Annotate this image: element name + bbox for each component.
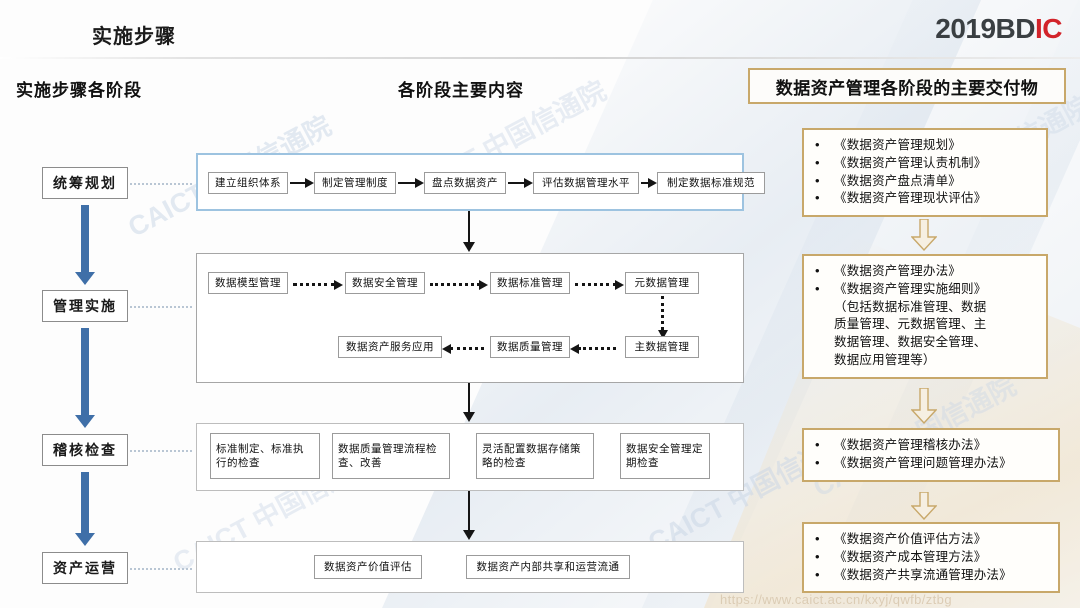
deliverable-box-4[interactable]: 《数据资产价值评估方法》 《数据资产成本管理方法》 《数据资产共享流通管理办法》 [802, 522, 1060, 594]
flow-node[interactable]: 制定数据标准规范 [657, 172, 765, 194]
list-item: 《数据资产管理认责机制》 [812, 154, 1037, 173]
phase-box-2[interactable]: 管理实施 [42, 290, 128, 322]
right-arrow-icon [508, 178, 533, 188]
right-arrow-icon [290, 178, 314, 188]
phase-box-4[interactable]: 资产运营 [42, 552, 128, 584]
list-item: 《数据资产成本管理方法》 [812, 548, 1049, 567]
dotted-down-arrow-icon [658, 296, 668, 339]
list-item-continuation: 数据应用管理等） [834, 352, 936, 367]
deliverable-down-arrow-icon [911, 492, 937, 520]
list-item: 《数据资产管理规划》 [812, 136, 1037, 155]
list-item: 《数据资产共享流通管理办法》 [812, 566, 1049, 585]
right-arrow-icon [641, 178, 657, 188]
flow-node[interactable]: 元数据管理 [625, 272, 699, 294]
deliverable-box-1[interactable]: 《数据资产管理规划》 《数据资产管理认责机制》 《数据资产盘点清单》 《数据资产… [802, 128, 1048, 217]
dotted-left-arrow-icon [442, 344, 484, 354]
list-item: 《数据资产盘点清单》 [812, 172, 1037, 191]
flow-node[interactable]: 数据质量管理 [490, 336, 570, 358]
dotted-connector [130, 450, 192, 452]
dotted-right-arrow-icon [293, 280, 343, 290]
dotted-connector [130, 568, 192, 570]
flow-node[interactable]: 数据资产价值评估 [314, 555, 422, 579]
flow-node[interactable]: 建立组织体系 [208, 172, 288, 194]
flow-node[interactable]: 数据标准管理 [490, 272, 570, 294]
column-heading-content: 各阶段主要内容 [398, 81, 524, 100]
flow-node[interactable]: 数据质量管理流程检查、改善 [332, 433, 450, 479]
column-heading-phases: 实施步骤各阶段 [16, 81, 142, 100]
deliverable-list: 《数据资产价值评估方法》 《数据资产成本管理方法》 《数据资产共享流通管理办法》 [812, 530, 1049, 585]
flow-node[interactable]: 制定管理制度 [314, 172, 396, 194]
dotted-connector [130, 183, 192, 185]
right-arrow-icon [398, 178, 424, 188]
flow-node[interactable]: 标准制定、标准执行的检查 [210, 433, 320, 479]
flow-node[interactable]: 数据资产服务应用 [338, 336, 442, 358]
flow-node[interactable]: 数据模型管理 [208, 272, 288, 294]
phase-down-arrow-icon [75, 472, 95, 546]
flow-node[interactable]: 盘点数据资产 [424, 172, 506, 194]
page-title: 实施步骤 [92, 26, 176, 48]
phase-down-arrow-icon [75, 205, 95, 285]
deliverable-down-arrow-icon [911, 219, 937, 251]
deliverable-box-2[interactable]: 《数据资产管理办法》 《数据资产管理实施细则》 （包括数据标准管理、数据 质量管… [802, 254, 1048, 379]
list-item: 《数据资产管理问题管理办法》 [812, 454, 1049, 473]
band-down-arrow-icon [463, 211, 475, 252]
deliverable-box-3[interactable]: 《数据资产管理稽核办法》 《数据资产管理问题管理办法》 [802, 428, 1060, 482]
list-item-continuation: 数据管理、数据安全管理、 [834, 335, 987, 349]
header-divider [0, 57, 1080, 59]
phase-box-3[interactable]: 稽核检查 [42, 434, 128, 466]
dotted-right-arrow-icon [575, 280, 624, 290]
dotted-right-arrow-icon [430, 280, 488, 290]
flow-node[interactable]: 数据资产内部共享和运营流通 [466, 555, 630, 579]
deliverable-list: 《数据资产管理稽核办法》 《数据资产管理问题管理办法》 [812, 436, 1049, 473]
watermark-url: https://www.caict.ac.cn/kxyj/qwfb/ztbg [720, 592, 952, 607]
deliverable-list: 《数据资产管理办法》 《数据资产管理实施细则》 （包括数据标准管理、数据 质量管… [812, 262, 1037, 370]
flow-node[interactable]: 数据安全管理 [345, 272, 425, 294]
phase-down-arrow-icon [75, 328, 95, 428]
column-heading-deliverables-box: 数据资产管理各阶段的主要交付物 [748, 68, 1066, 104]
list-item: 《数据资产管理稽核办法》 [812, 436, 1049, 455]
list-item: 《数据资产管理实施细则》 [812, 280, 1037, 299]
flow-node[interactable]: 评估数据管理水平 [533, 172, 639, 194]
column-heading-deliverables: 数据资产管理各阶段的主要交付物 [775, 78, 1039, 98]
flow-node[interactable]: 主数据管理 [625, 336, 699, 358]
list-item: 《数据资产价值评估方法》 [812, 530, 1049, 549]
list-item-continuation: 质量管理、元数据管理、主 [834, 317, 987, 332]
dotted-connector [130, 306, 192, 308]
list-item: 《数据资产管理现状评估》 [812, 189, 1037, 208]
band-down-arrow-icon [463, 383, 475, 422]
deliverable-list: 《数据资产管理规划》 《数据资产管理认责机制》 《数据资产盘点清单》 《数据资产… [812, 136, 1037, 208]
phase-box-1[interactable]: 统筹规划 [42, 167, 128, 199]
logo-accent: IC [1035, 13, 1063, 44]
flow-node[interactable]: 灵活配置数据存储策略的检查 [476, 433, 594, 479]
logo-text: 2019BD [935, 13, 1035, 44]
band-down-arrow-icon [463, 491, 475, 540]
flow-node[interactable]: 数据安全管理定期检查 [620, 433, 710, 479]
list-item: 《数据资产管理办法》 [812, 262, 1037, 281]
dotted-left-arrow-icon [570, 344, 616, 354]
deliverable-down-arrow-icon [911, 388, 937, 424]
list-item-continuation: （包括数据标准管理、数据 [834, 299, 987, 314]
brand-logo: 2019BDIC [935, 13, 1062, 45]
